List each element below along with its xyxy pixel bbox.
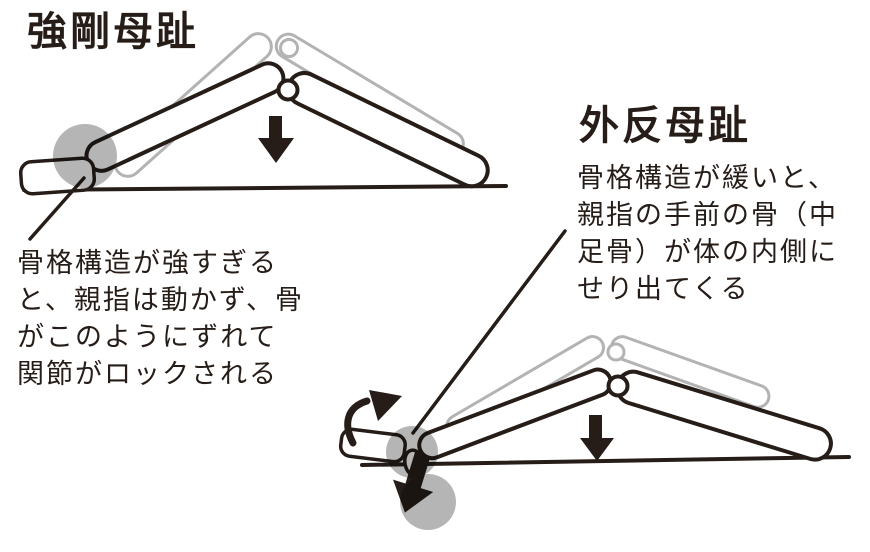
left-figure-title: 強剛母趾 [27, 9, 199, 55]
left-figure-caption: 骨格構造が強すぎる と、親指は動かず、骨 がこのようにずれて 関節がロックされる [17, 248, 305, 390]
ghost-joint-hole [279, 38, 299, 58]
ground-line [360, 455, 851, 467]
joint-highlight-blob [53, 124, 117, 188]
hallux-rigidus-diagram [18, 32, 508, 241]
joint-hole [276, 78, 300, 102]
lift-arrow-icon [344, 397, 371, 447]
right-figure-title: 外反母趾 [579, 103, 751, 149]
lift-arrow-head-icon [369, 390, 402, 421]
joint-hole [606, 374, 630, 398]
ground-line [22, 184, 508, 192]
hallux-valgus-diagram [338, 229, 851, 530]
ghost-joint-hole [606, 342, 626, 362]
collapse-arrow-icon [580, 415, 614, 461]
collapse-arrow-icon [258, 116, 294, 163]
joint-highlight-blob [386, 426, 456, 530]
rear-bone [286, 70, 490, 189]
right-figure-caption: 骨格構造が緩いと、 親指の手前の骨（中 足骨）が体の内側に せり出てくる [577, 163, 838, 305]
pointer-line [411, 229, 567, 435]
pointer-line [28, 176, 86, 241]
